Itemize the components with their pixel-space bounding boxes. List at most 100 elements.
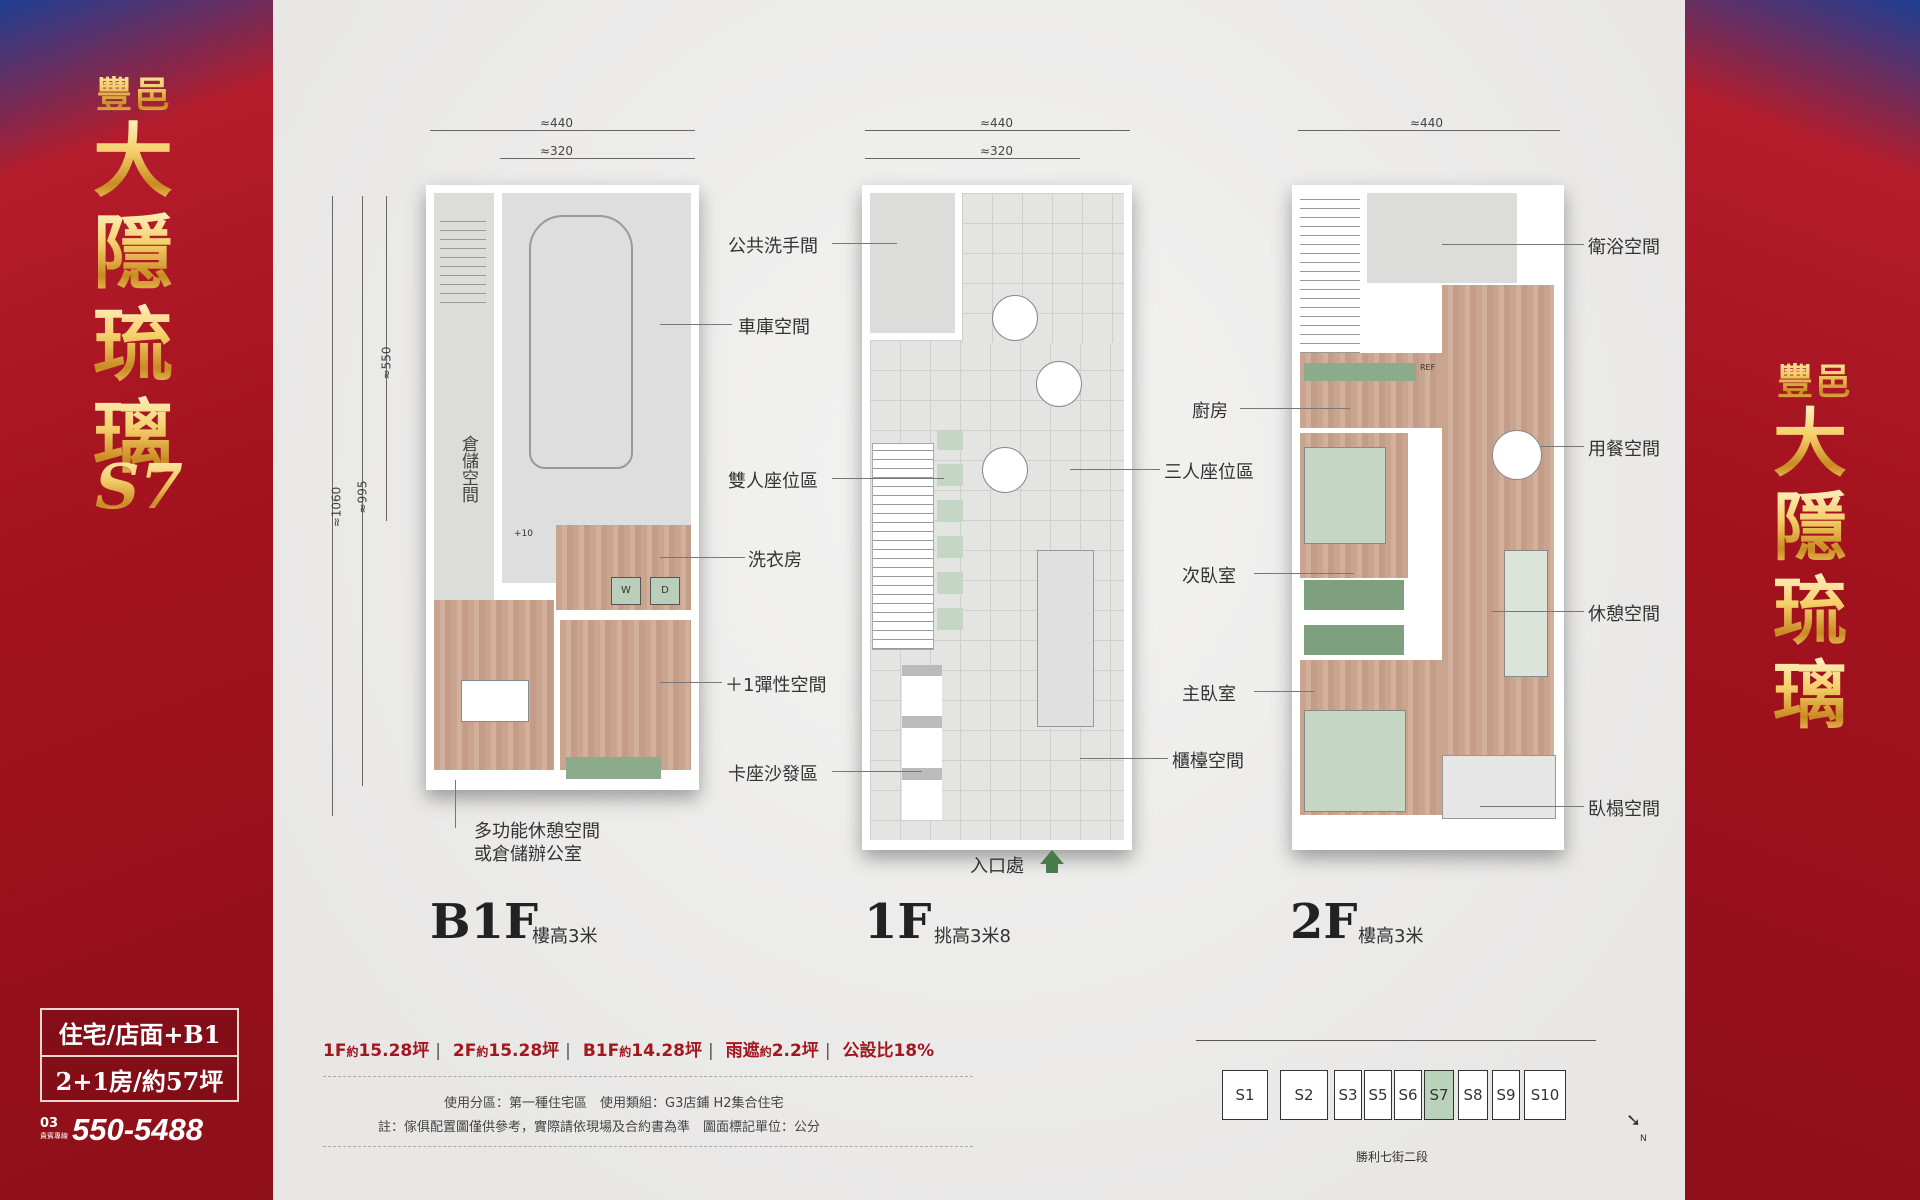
f2-corridor xyxy=(1442,285,1554,755)
f1-label-three-seat: 三人座位區 xyxy=(1164,462,1254,483)
site-unit-s1: S1 xyxy=(1222,1070,1268,1120)
wardrobe-icon-1 xyxy=(1304,580,1404,610)
f2-label-second-bed: 次臥室 xyxy=(1182,566,1236,587)
b1f-label-flex: ＋1彈性空間 xyxy=(725,675,827,696)
left-brand-panel: 豐邑 大 隱 琉 璃 S7 住宅/店面+B1 2+1房/約57坪 03 貴賓專線… xyxy=(0,0,273,1200)
b1f-leader-multi xyxy=(455,780,456,828)
b1f-leader-garage xyxy=(660,324,732,325)
counter-icon xyxy=(1037,550,1094,727)
b1f-label-multi-2: 或倉儲辦公室 xyxy=(474,844,582,865)
site-unit-s7-highlight: S7 xyxy=(1424,1070,1454,1120)
f2-height: 樓高3米 xyxy=(1358,926,1424,947)
f2-title: 2F xyxy=(1290,894,1358,950)
disclaimer-note: 註：傢俱配置圖僅供參考，實際請依現場及合約書為準 圖面標記單位：公分 xyxy=(378,1120,821,1135)
summary-box: 住宅/店面+B1 2+1房/約57坪 xyxy=(40,1008,239,1102)
area-2f: 2F約15.28坪 xyxy=(452,1041,560,1061)
fridge-icon: REF xyxy=(1420,363,1436,372)
f2-leader-kitchen xyxy=(1240,408,1350,409)
site-unit-s10: S10 xyxy=(1524,1070,1566,1120)
north-arrow-icon: ➘ xyxy=(1626,1110,1642,1131)
phone-number: 550-5488 xyxy=(72,1112,204,1147)
lounge-sofa-icon xyxy=(1504,550,1548,677)
b1f-dim-550: ≈550 xyxy=(379,346,394,380)
dining-table-icon xyxy=(1492,430,1542,480)
brand-char-1: 大 xyxy=(93,114,173,208)
f2-leader-dining xyxy=(1540,446,1584,447)
f2-plan: REF xyxy=(1292,185,1564,850)
area-b1f: B1F約14.28坪 xyxy=(582,1041,703,1061)
f1-dim-320: ≈320 xyxy=(980,144,1013,158)
north-label: N xyxy=(1640,1134,1647,1144)
f2-stairs xyxy=(1300,193,1360,353)
b1f-label-garage: 車庫空間 xyxy=(738,317,810,338)
brand-char-2-right: 隱 xyxy=(1773,485,1847,571)
b1f-title: B1F xyxy=(430,894,539,950)
b1f-storage-label: 倉儲空間 xyxy=(458,435,478,503)
area-canopy: 雨遮約2.2坪 xyxy=(725,1041,819,1061)
b1f-height: 樓高3米 xyxy=(532,926,598,947)
f2-label-bay: 臥榻空間 xyxy=(1588,799,1660,820)
f1-label-two-seat: 雙人座位區 xyxy=(728,471,818,492)
f1-dim-440: ≈440 xyxy=(980,116,1013,130)
f1-label-booth: 卡座沙發區 xyxy=(728,764,818,785)
f1-label-wc: 公共洗手間 xyxy=(728,236,818,257)
b1f-label-multi-1: 多功能休憩空間 xyxy=(474,821,600,842)
table-icon-1 xyxy=(992,295,1038,341)
two-seat-chairs xyxy=(937,430,963,630)
site-unit-s9: S9 xyxy=(1492,1070,1520,1120)
divider-2 xyxy=(323,1146,973,1147)
f1-leader-wc xyxy=(832,243,897,244)
bay-bed-icon xyxy=(1442,755,1556,819)
b1f-dim-line-550 xyxy=(386,196,387,521)
f1-floor-tiles-top xyxy=(962,193,1124,343)
f1-label-entrance: 入口處 xyxy=(970,856,1024,877)
f1-leader-booth xyxy=(832,771,922,772)
dryer-icon: D xyxy=(650,577,680,605)
b1f-label-laundry: 洗衣房 xyxy=(748,550,802,571)
f1-title: 1F xyxy=(864,894,932,950)
f1-plan xyxy=(862,185,1132,850)
b1f-dim-line-1060 xyxy=(332,196,333,816)
booth-sofa-icon xyxy=(902,665,942,820)
site-unit-s2: S2 xyxy=(1280,1070,1328,1120)
f1-height: 挑高3米8 xyxy=(934,926,1011,947)
model-name: S7 xyxy=(95,450,183,523)
f2-leader-bath xyxy=(1442,244,1584,245)
f2-label-dining: 用餐空間 xyxy=(1588,439,1660,460)
phone-label: 貴賓專線 xyxy=(40,1132,68,1140)
b1f-dim-995: ≈995 xyxy=(355,480,370,514)
b1f-stairs xyxy=(440,213,486,303)
b1f-dim-1060: ≈1060 xyxy=(329,486,344,528)
b1f-dim-line-995 xyxy=(362,196,363,786)
f2-leader-master-bed xyxy=(1254,691,1314,692)
entrance-arrow-icon xyxy=(1040,850,1064,864)
f2-label-kitchen: 廚房 xyxy=(1192,401,1228,422)
bed-icon-2 xyxy=(1304,710,1406,812)
brand-prefix-right: 豐邑 xyxy=(1777,353,1853,405)
f1-wc xyxy=(870,193,955,333)
car-icon xyxy=(529,215,633,469)
b1f-dim-320: ≈320 xyxy=(540,144,573,158)
f2-bathroom xyxy=(1367,193,1517,283)
table-icon-3 xyxy=(982,447,1028,493)
wardrobe-icon-2 xyxy=(1304,625,1404,655)
f1-leader-three-seat xyxy=(1070,469,1160,470)
site-plan: S1 S2 S3 S5 S6 S7 S8 S9 S10 勝利七街二段 ➘ N xyxy=(1196,1040,1647,1164)
f1-stairs xyxy=(872,443,934,650)
f2-leader-lounge xyxy=(1492,611,1584,612)
f2-label-lounge: 休憩空間 xyxy=(1588,604,1660,625)
f2-label-bath: 衛浴空間 xyxy=(1588,237,1660,258)
f1-dim-line-440 xyxy=(865,130,1130,131)
f1-leader-two-seat xyxy=(832,478,944,479)
street-name: 勝利七街二段 xyxy=(1356,1150,1429,1164)
b1f-garage xyxy=(502,193,691,583)
area-summary: 1F約15.28坪| 2F約15.28坪| B1F約14.28坪| 雨遮約2.2… xyxy=(323,1041,935,1061)
site-unit-s8: S8 xyxy=(1458,1070,1488,1120)
brand-char-4: 璃 xyxy=(93,390,173,484)
brand-prefix: 豐邑 xyxy=(96,66,172,118)
f2-dim-line-440 xyxy=(1298,130,1560,131)
brand-char-2: 隱 xyxy=(93,206,173,300)
brand-char-1-right: 大 xyxy=(1773,401,1847,487)
washer-icon: W xyxy=(611,577,641,605)
b1f-dim-440: ≈440 xyxy=(540,116,573,130)
